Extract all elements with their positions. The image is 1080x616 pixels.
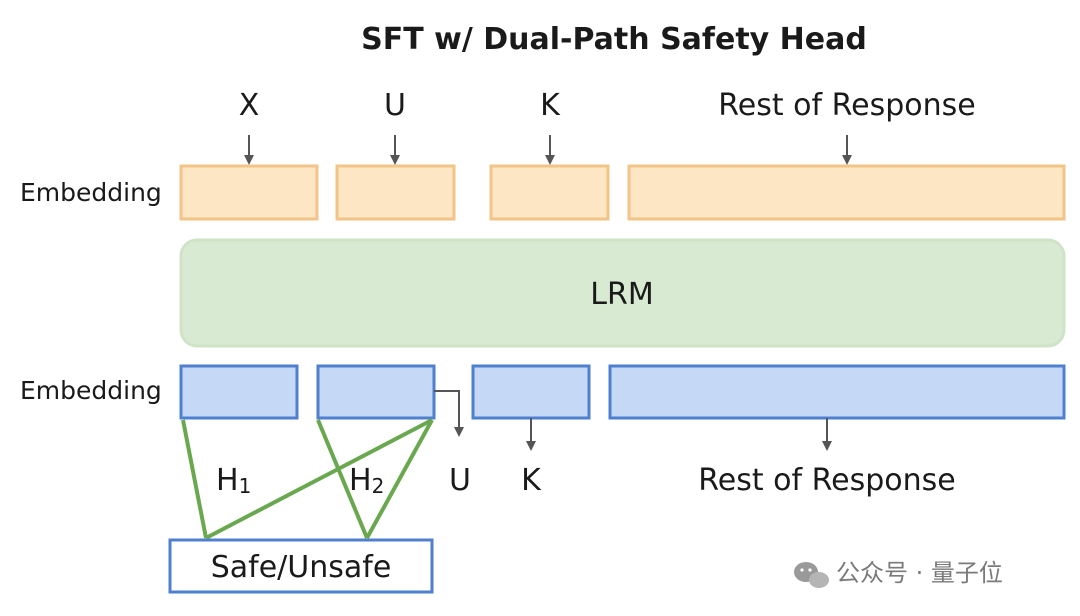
head-label-h2: H2 [349,463,384,498]
bottom-embedding-block-rest [608,364,1066,420]
input-token-u: U [384,88,406,123]
input-token-x: X [239,88,260,123]
lrm-label: LRM [590,277,653,312]
head-line-h2-left [316,419,369,539]
bottom-embedding-block-1 [179,364,299,420]
head-label-h1: H1 [216,463,251,498]
top-embedding-label: Embedding [20,178,162,207]
output-token-rest-of-response: Rest of Response [698,463,955,498]
top-embedding-block-k [489,164,610,221]
wechat-watermark: 公众号 · 量子位 [794,559,1003,588]
output-arrow-u [434,390,464,437]
input-token-k: K [540,88,561,123]
watermark-text: 公众号 · 量子位 [836,559,1003,587]
bottom-embedding-block-3 [471,364,591,420]
top-embedding-block-rest [627,164,1066,221]
head-line-h1-left [181,419,208,539]
bottom-embedding-block-2 [316,364,436,420]
head-line-h1-to-block2 [205,418,433,540]
top-embedding-block-u [335,164,456,221]
safe-unsafe-label: Safe/Unsafe [211,550,392,585]
wechat-icon [794,562,829,588]
input-token-rest-of-response: Rest of Response [718,88,975,123]
lrm-block [179,238,1066,348]
safe-unsafe-box [168,538,434,594]
output-token-u: U [449,463,471,498]
bottom-embedding-label: Embedding [20,376,162,405]
head-line-h2-right [365,419,434,539]
top-embedding-block-x [179,164,319,221]
output-token-k: K [521,463,542,498]
diagram-title: SFT w/ Dual-Path Safety Head [361,22,867,57]
